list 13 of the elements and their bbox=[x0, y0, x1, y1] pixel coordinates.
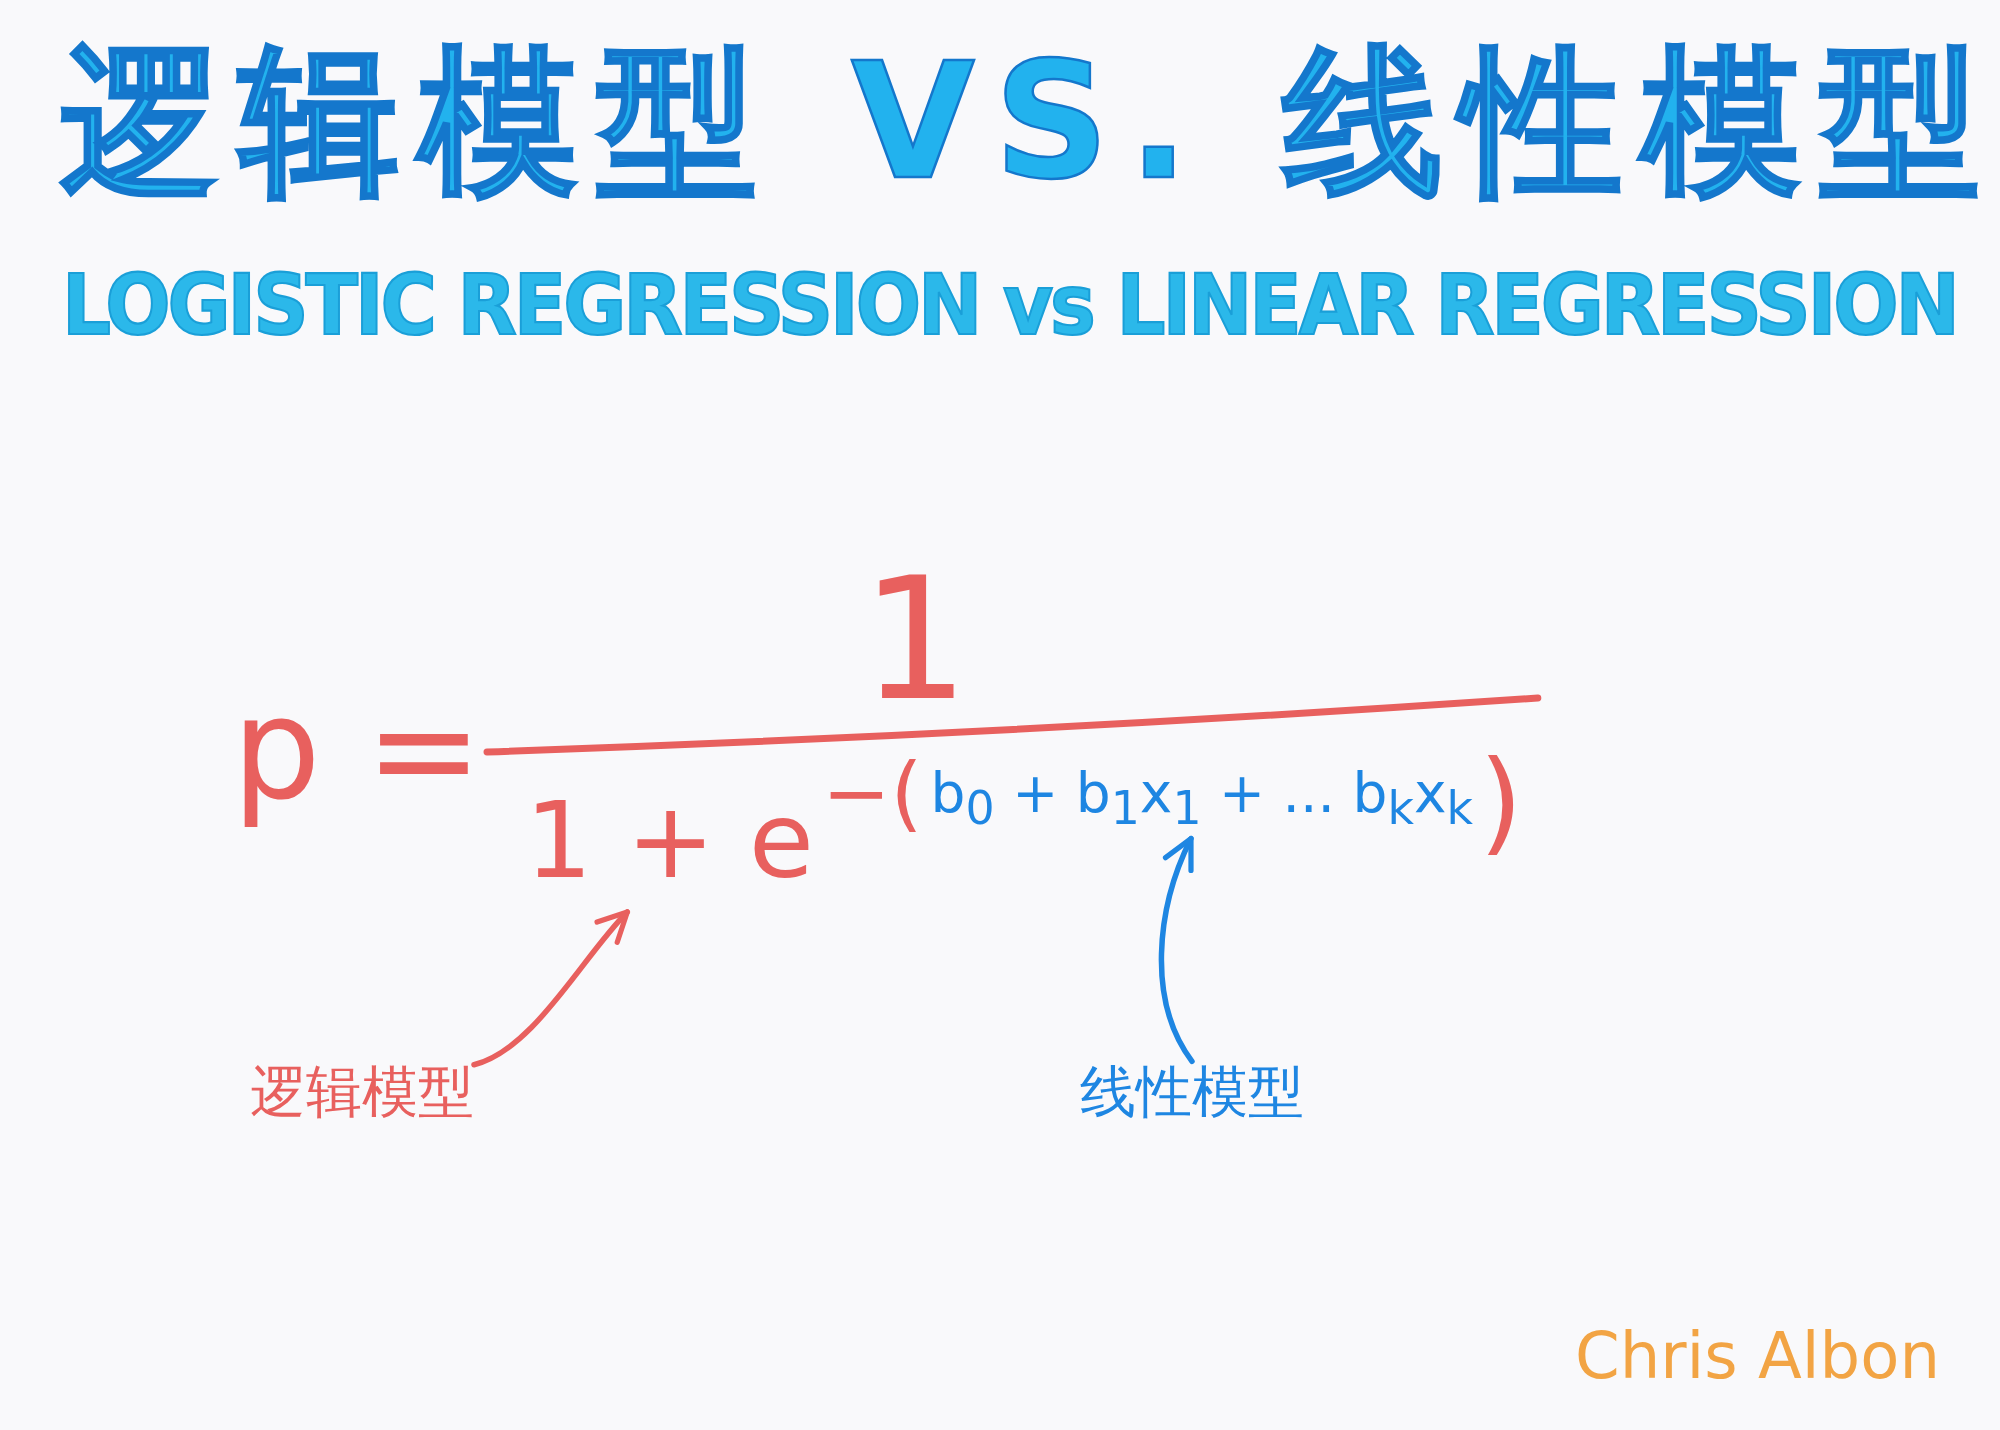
leader-arrow bbox=[1158, 835, 1195, 1065]
probability-symbol: p = bbox=[232, 667, 483, 833]
title: 逻辑模型 VS. 线性模型 bbox=[60, 30, 2000, 214]
linear-expression: b$_{0}$ + b$_{1}$x$_{1}$ + ... b$_{k}$x$_{k}$ bbox=[930, 758, 1474, 839]
denominator-term: 1 + e bbox=[525, 778, 814, 905]
exponent-bracket: −( bbox=[821, 743, 923, 842]
exponent-bracket: ) bbox=[1479, 735, 1523, 869]
numerator: 1 bbox=[861, 538, 970, 740]
annotation-label: 线性模型 bbox=[1080, 1058, 1304, 1126]
annotation-label: 逻辑模型 bbox=[250, 1058, 474, 1126]
leader-arrow bbox=[471, 909, 631, 1068]
signature: Chris Albon bbox=[1575, 1318, 1940, 1395]
subtitle: LOGISTIC REGRESSION vs LINEAR REGRESSION bbox=[62, 263, 1957, 349]
